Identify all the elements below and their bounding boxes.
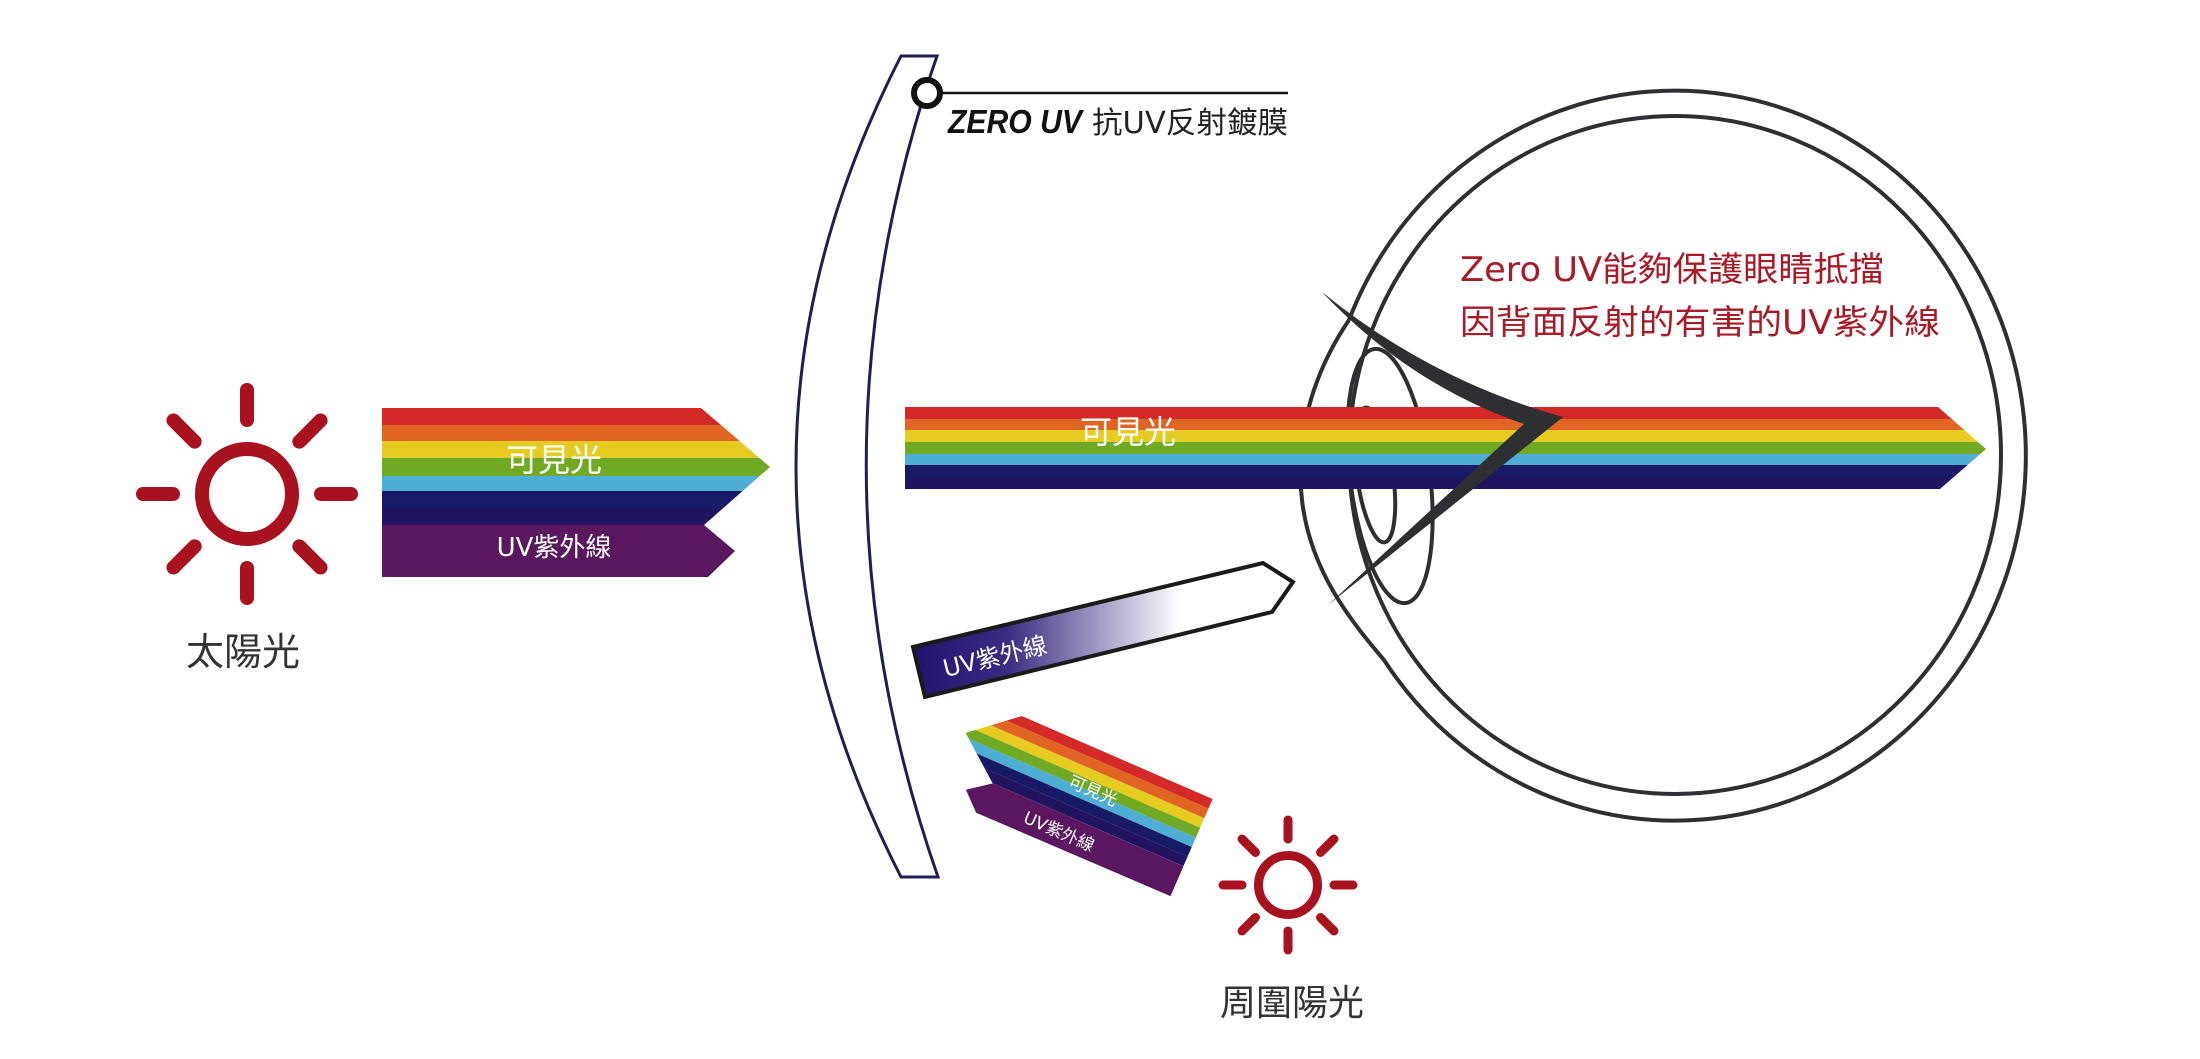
transmitted-visible-light-beam — [905, 407, 1986, 489]
reflected-uv-beam-blocked — [910, 560, 1296, 700]
sun-icon — [136, 383, 358, 605]
ambient-light-beam: 可見光 UV紫外線 — [951, 698, 1213, 897]
sun-ray — [1237, 834, 1260, 857]
spectacle-lens — [794, 54, 941, 879]
callout-marker-icon — [911, 77, 943, 109]
message-line-2: 因背面反射的有害的UV紫外線 — [1460, 303, 1940, 343]
incoming-uv-label: UV紫外線 — [497, 533, 612, 563]
incoming-visible-label: 可見光 — [506, 441, 602, 479]
sun-ray — [166, 539, 202, 575]
ambient-uv-beam — [965, 783, 1184, 897]
ambient-sun-icon — [1218, 815, 1358, 955]
sun-label: 太陽光 — [186, 630, 300, 674]
sun-ray — [1316, 834, 1339, 857]
incoming-visible-light-beam — [382, 408, 770, 525]
message-line-1: Zero UV能夠保護眼睛抵擋 — [1460, 250, 1884, 290]
coating-callout: ZERO UV 抗UV反射鍍膜 — [911, 77, 1288, 141]
sun-ray — [1237, 913, 1260, 936]
coating-description: 抗UV反射鍍膜 — [1092, 106, 1288, 141]
sun-ray — [166, 413, 202, 449]
transmitted-visible-label: 可見光 — [1080, 413, 1176, 451]
sun-ray — [292, 539, 328, 575]
eye-crystalline-lens — [1322, 292, 1563, 605]
ambient-sun-label: 周圍陽光 — [1220, 983, 1364, 1024]
sun-ray — [1316, 913, 1339, 936]
coating-brand: ZERO UV — [947, 103, 1085, 140]
sun-ray — [292, 413, 328, 449]
incoming-uv-beam — [382, 525, 735, 577]
